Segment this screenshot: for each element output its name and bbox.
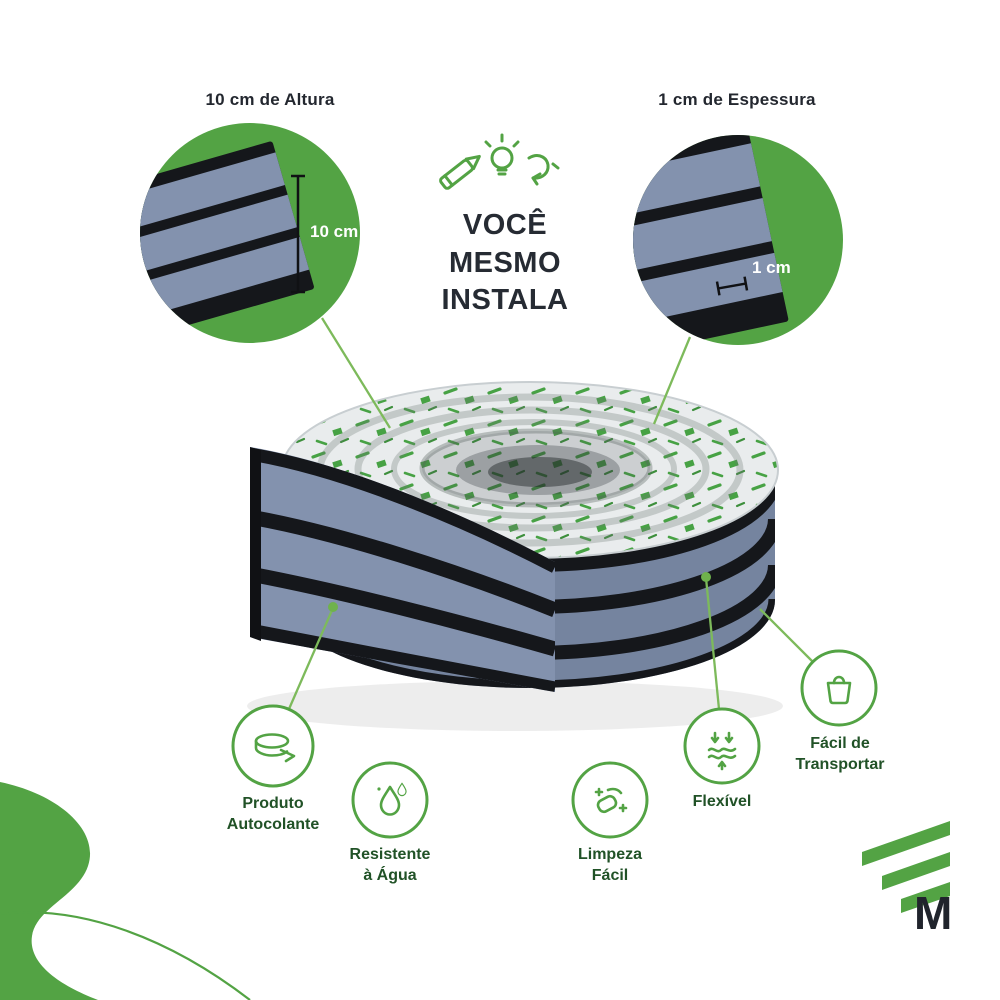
water-drops-icon (377, 782, 407, 816)
cleaning-hand-icon (594, 787, 628, 814)
corner-blob-decoration (0, 782, 251, 1000)
arrow-doodle-icon (527, 154, 560, 186)
dot-flexivel (701, 572, 711, 582)
height-dimension-line (291, 174, 305, 294)
flex-arrows-icon (707, 731, 737, 771)
connector-lines (287, 317, 814, 710)
feature-circle-transportar (800, 649, 878, 727)
height-callout-label: 10 cm de Altura (205, 90, 335, 109)
dot-autocolante (328, 602, 338, 612)
line-thickness-callout (652, 336, 692, 425)
line-height-callout (321, 317, 391, 429)
callout-thickness-circle (633, 135, 843, 345)
thickness-measure-value: 1 cm (752, 258, 791, 277)
install-doodle (439, 133, 560, 190)
unrolled-strip-end (250, 447, 555, 692)
product-shadow (247, 681, 783, 731)
feature-label-flexivel: Flexível (692, 793, 752, 810)
feature-circle-agua (351, 761, 429, 839)
pencil-icon (439, 154, 481, 190)
lightbulb-icon (484, 133, 520, 176)
feature-circles (231, 649, 878, 839)
product-photo (247, 381, 783, 731)
feature-label-limpeza: Limpeza Fácil (577, 846, 642, 884)
height-measure-value: 10 cm (310, 222, 359, 241)
feature-circle-limpeza (571, 761, 649, 839)
brand-logo-stripes (862, 821, 950, 913)
feature-label-autocolante: Produto Autocolante (226, 795, 320, 833)
brand-logo-letter: M (914, 887, 953, 939)
line-flexivel (704, 577, 721, 710)
feature-label-transportar: Fácil de Transportar (795, 735, 885, 773)
thickness-dimension-line (715, 276, 749, 296)
line-autocolante (287, 607, 335, 710)
line-transportar (759, 608, 814, 663)
feature-label-agua: Resistente à Água (349, 846, 431, 884)
feature-circle-flexivel (683, 707, 761, 785)
feature-circle-autocolante (231, 704, 315, 788)
strip-closeup-thickness (633, 135, 789, 345)
thickness-callout-label: 1 cm de Espessura (658, 90, 816, 109)
headline: VOCÊ MESMO INSTALA (441, 209, 569, 317)
shopping-bag-icon (826, 675, 852, 705)
adhesive-icon (254, 733, 296, 763)
